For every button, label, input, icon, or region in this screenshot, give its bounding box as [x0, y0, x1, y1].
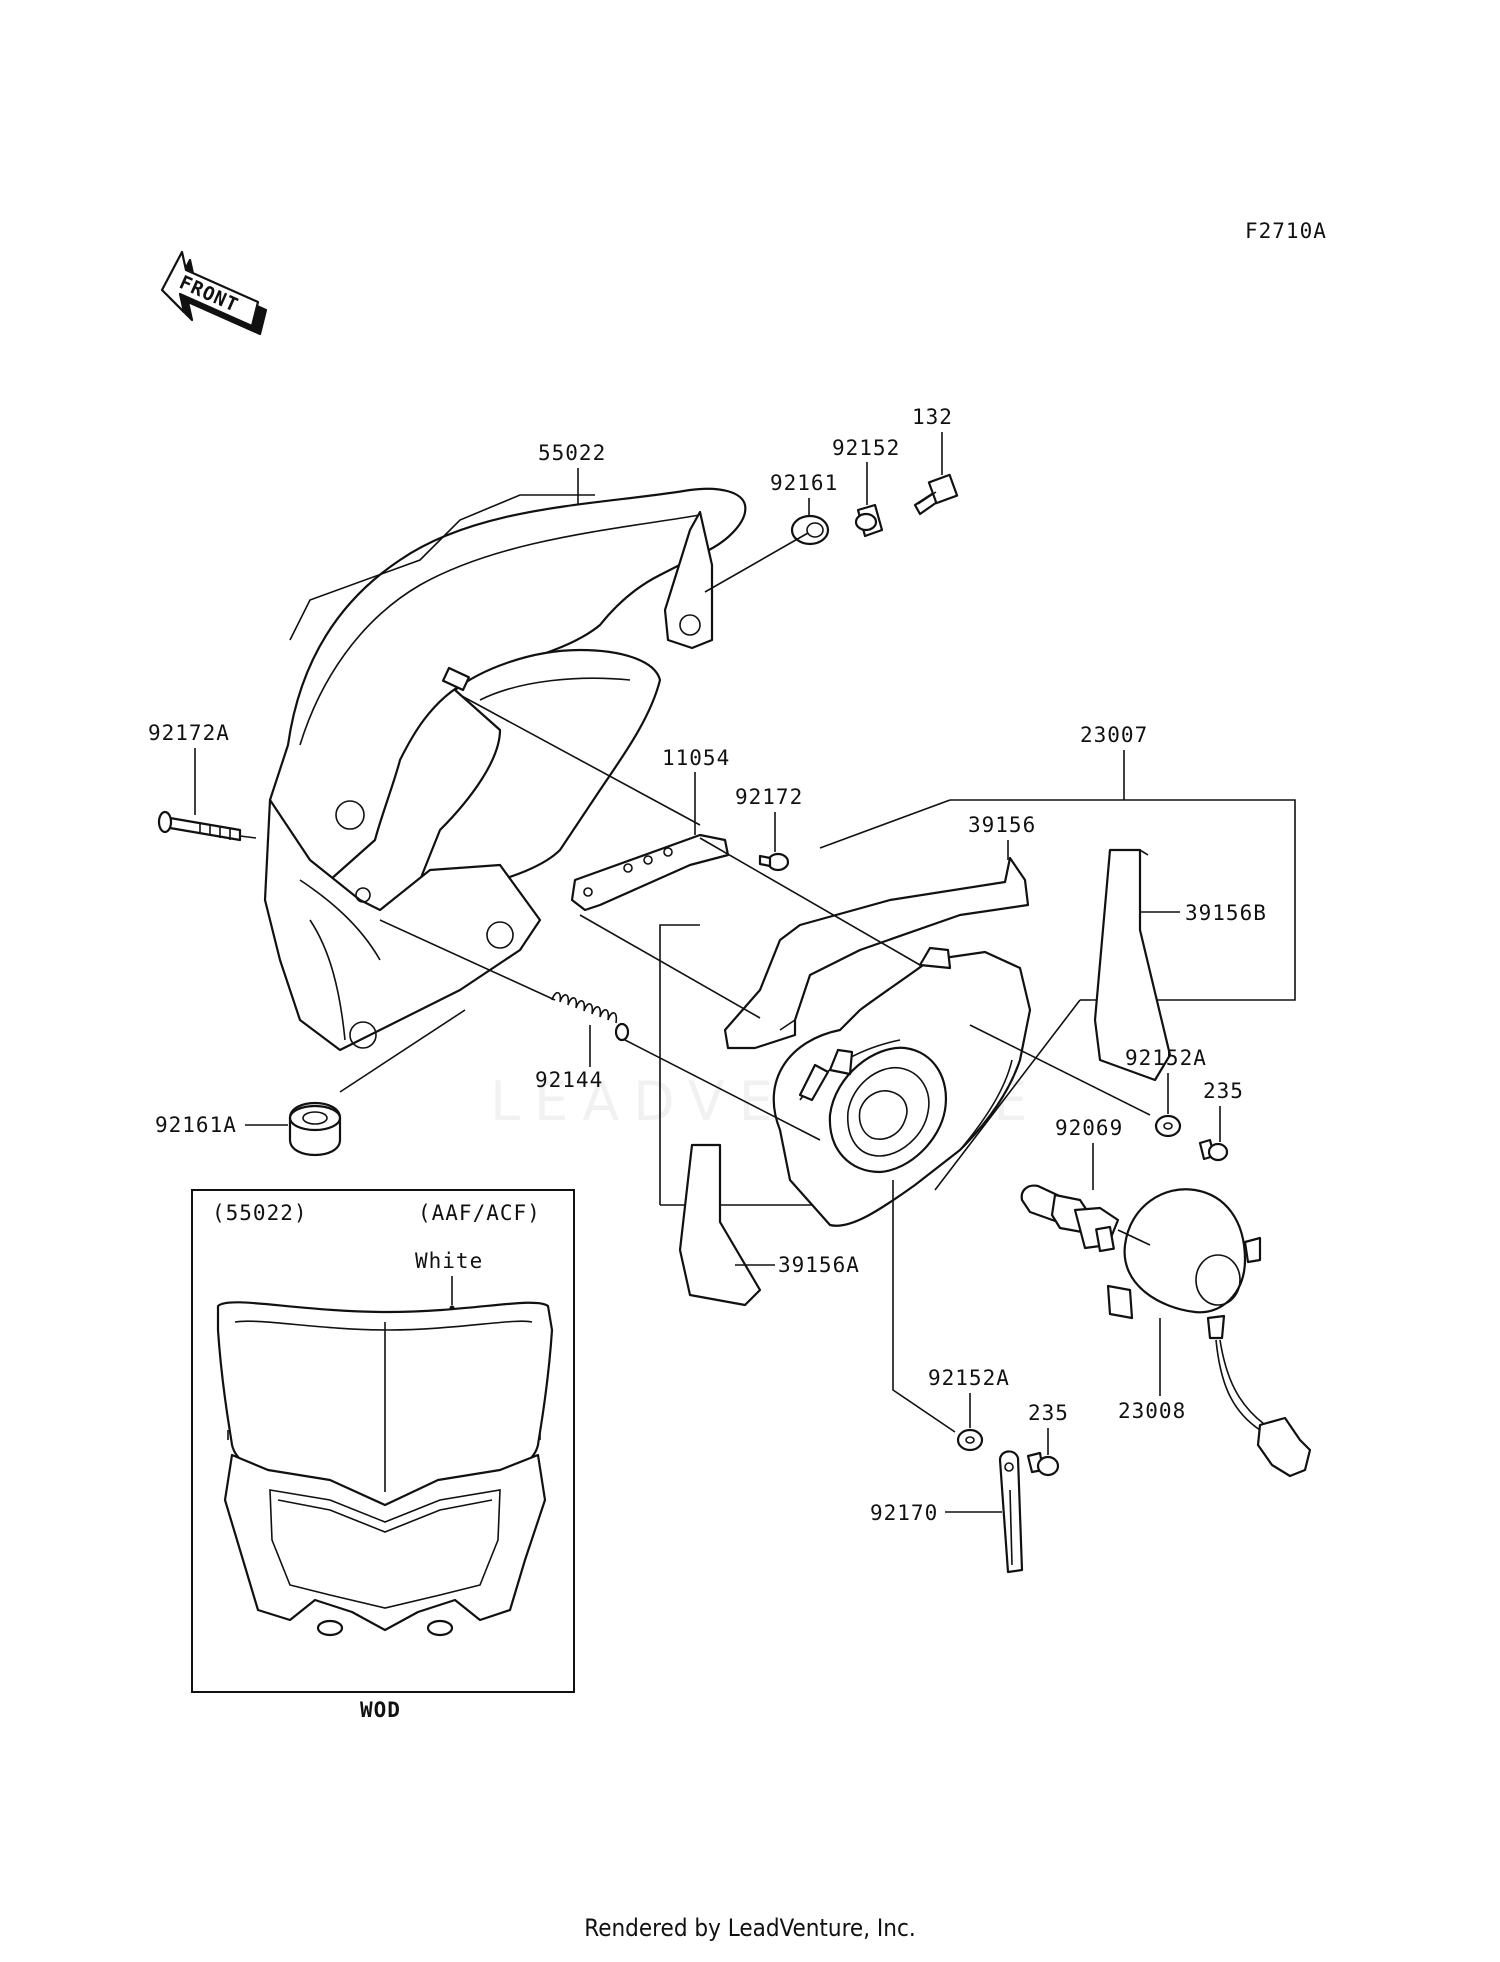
collar-92152 [854, 503, 884, 538]
label-235-upper: 235 [1203, 1079, 1244, 1103]
label-92069: 92069 [1055, 1116, 1123, 1140]
diagram-code: F2710A [1245, 219, 1327, 243]
label-92161a: 92161A [155, 1113, 237, 1137]
label-92172a: 92172A [148, 721, 230, 745]
label-39156b: 39156B [1185, 901, 1267, 925]
render-credit: Rendered by LeadVenture, Inc. [584, 1914, 916, 1942]
label-132: 132 [912, 405, 953, 429]
label-92152a-lower: 92152A [928, 1366, 1010, 1390]
screw-235-lower [1026, 1451, 1060, 1477]
headlight-cowl [263, 487, 747, 1052]
label-39156: 39156 [968, 813, 1036, 837]
label-92170: 92170 [870, 1501, 938, 1525]
label-11054: 11054 [662, 746, 730, 770]
inset-models: (AAF/ACF) [418, 1201, 541, 1225]
callouts: 55022 92161 92152 132 92172A 11054 92172… [148, 405, 1267, 1525]
label-55022: 55022 [538, 441, 606, 465]
headlight-housing [772, 946, 1032, 1227]
spring-92144 [551, 991, 630, 1042]
label-92161: 92161 [770, 471, 838, 495]
bulb-92069 [1020, 1184, 1120, 1253]
socket-cover-23008 [1106, 1188, 1312, 1478]
screw-92172 [758, 852, 790, 872]
grommet-92161a [288, 1101, 342, 1157]
guide-lines [239, 494, 1151, 1433]
bolt-132 [913, 473, 959, 516]
label-235-lower: 235 [1028, 1401, 1069, 1425]
label-23007: 23007 [1080, 723, 1148, 747]
band-92170 [998, 1450, 1024, 1574]
inset-variant: WOD [360, 1698, 401, 1722]
inset-part-ref: (55022) [212, 1201, 308, 1225]
assembly-box-23007 [659, 924, 700, 1205]
washer-92152a-lower [956, 1428, 984, 1452]
inset-color-label: White [415, 1249, 483, 1273]
bracket-11054 [570, 833, 730, 912]
label-92172: 92172 [735, 785, 803, 809]
screw-235-upper [1198, 1138, 1229, 1162]
label-92152: 92152 [832, 436, 900, 460]
bolt-92172a [157, 810, 242, 842]
washer-92152a-upper [1154, 1114, 1182, 1138]
label-23008: 23008 [1118, 1399, 1186, 1423]
panel-39156a [678, 1143, 762, 1307]
panel-39156b [1093, 848, 1172, 1082]
label-92152a-upper: 92152A [1125, 1046, 1207, 1070]
panel-39156 [723, 856, 1030, 1050]
inset-variant-box: (55022) (AAF/ACF) White WOD [191, 1189, 575, 1722]
front-arrow-icon: FRONT [160, 250, 268, 336]
label-92144: 92144 [535, 1068, 603, 1092]
label-39156a: 39156A [778, 1253, 860, 1277]
